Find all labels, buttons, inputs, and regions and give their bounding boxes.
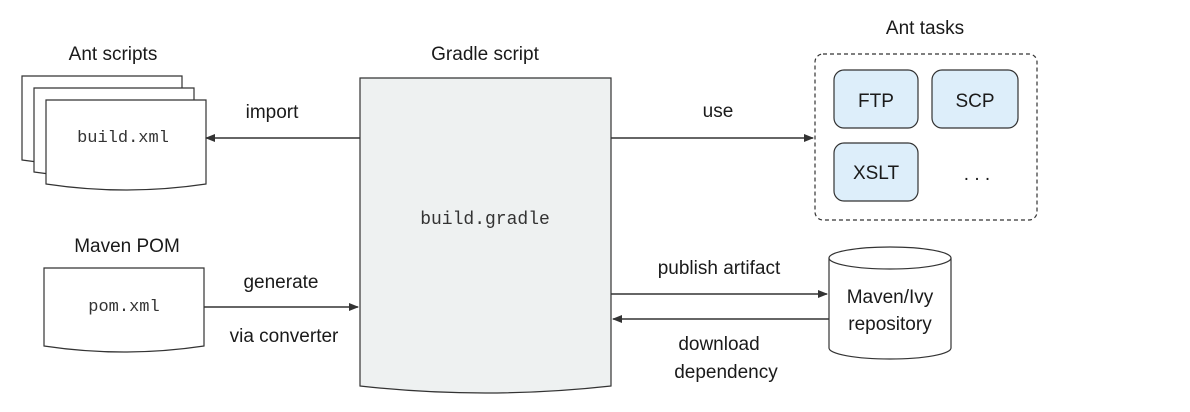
repository-label-line2: repository [848,314,932,335]
repository-cylinder-top [828,246,952,270]
maven-pom-filename: pom.xml [88,298,159,317]
ant-tasks-title: Ant tasks [886,18,964,39]
task-box-scp [931,69,1019,129]
task-box-ftp [833,69,919,129]
task-box-xslt [833,142,919,202]
ant-script-filename: build.xml [77,129,169,148]
generate-label: generate [243,272,318,293]
maven-pom-title: Maven POM [74,236,180,257]
download-label-line2: dependency [674,362,778,383]
repository-group: Maven/Ivy repository [828,246,952,360]
edges-group: import use generate via converter publis… [204,101,829,383]
gradle-script-group: Gradle script build.gradle [359,44,612,394]
task-label-more: . . . [964,164,990,185]
repository-label-line1: Maven/Ivy [847,287,934,308]
task-label-scp: SCP [955,91,994,112]
ant-tasks-group: Ant tasks FTP SCP XSLT . . . [814,18,1038,221]
ant-scripts-title: Ant scripts [69,44,158,65]
ant-tasks-container [814,53,1038,221]
task-label-ftp: FTP [858,91,894,112]
maven-pom-document [43,267,205,353]
gradle-script-filename: build.gradle [420,210,550,230]
gradle-script-title: Gradle script [431,44,539,65]
download-label-line1: download [678,334,759,355]
gradle-script-document [359,77,612,394]
use-label: use [703,101,734,122]
via-converter-label: via converter [230,326,339,347]
publish-label: publish artifact [658,258,781,279]
import-label: import [246,102,300,123]
repository-cylinder-body [828,258,952,360]
maven-pom-group: Maven POM pom.xml [43,236,205,353]
ant-scripts-group: Ant scripts build.xml [21,44,207,191]
task-label-xslt: XSLT [853,163,900,184]
ant-script-page-front [45,99,207,191]
